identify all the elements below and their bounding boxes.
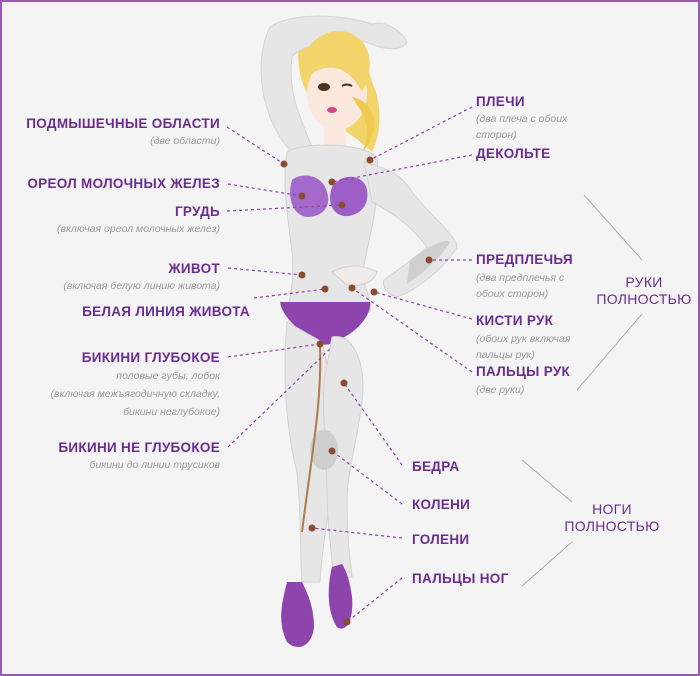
label-armpits: ПОДМЫШЕЧНЫЕ ОБЛАСТИ [26,116,220,131]
note-armpits: (две области) [150,135,220,147]
connector-lines [226,106,473,623]
right-shoe [328,564,353,629]
label-decollete: ДЕКОЛЬТЕ [476,146,551,161]
note-hands-2: пальцы рук) [476,349,535,361]
group-arms-line2: ПОЛНОСТЬЮ [596,291,692,307]
label-knees: КОЛЕНИ [412,497,471,512]
hair-front [302,31,370,92]
note-shoulders-2: сторон) [476,129,517,141]
label-shins: ГОЛЕНИ [412,532,470,547]
group-bracket-lines [521,194,643,587]
label-shoulders: ПЛЕЧИ [476,94,525,109]
group-legs: НОГИ ПОЛНОСТЬЮ [560,501,664,535]
note-forearms-2: обоих сторон) [476,288,549,300]
bikini-bottom [280,302,371,345]
label-bikini-shallow: БИКИНИ НЕ ГЛУБОКОЕ [58,440,220,455]
label-thighs: БЕДРА [412,459,460,474]
raised-arm [260,15,408,153]
note-forearms-1: (два предплечья с [476,272,565,284]
label-breast: ГРУДЬ [174,204,220,219]
label-linea-alba: БЕЛАЯ ЛИНИЯ ЖИВОТА [82,304,250,319]
note-bikini-deep-1: половые губы, лобок [116,370,220,382]
note-bikini-deep-2: (включая межъягодичную складку, [50,388,221,400]
label-toes: ПАЛЬЦЫ НОГ [412,571,509,586]
group-legs-line2: ПОЛНОСТЬЮ [564,518,660,534]
note-fingers: (две руки) [476,384,525,396]
group-legs-line1: НОГИ [592,501,632,517]
label-areola: ОРЕОЛ МОЛОЧНЫХ ЖЕЛЕЗ [27,176,220,191]
group-arms: РУКИ ПОЛНОСТЬЮ [592,274,696,308]
label-belly: ЖИВОТ [168,261,220,276]
label-hands: КИСТИ РУК [476,313,554,328]
group-arms-line1: РУКИ [625,274,663,290]
note-hands-1: (обоих рук включая [476,333,571,345]
note-belly: (включая белую линию живота) [63,280,220,292]
torso [284,144,379,313]
hip-arm [363,161,458,298]
note-bikini-shallow: бикини до линии трусиков [89,459,220,471]
left-shoe [281,582,314,647]
note-shoulders-1: (два плеча с обоих [476,113,568,125]
marker-dots [280,156,433,626]
note-bikini-deep-3: бикини неглубокое) [123,406,220,418]
note-breast: (включая ореол молочных желез) [57,223,220,235]
label-forearms: ПРЕДПЛЕЧЬЯ [476,252,573,267]
label-bikini-deep: БИКИНИ ГЛУБОКОЕ [81,350,220,365]
label-fingers: ПАЛЬЦЫ РУК [476,364,571,379]
